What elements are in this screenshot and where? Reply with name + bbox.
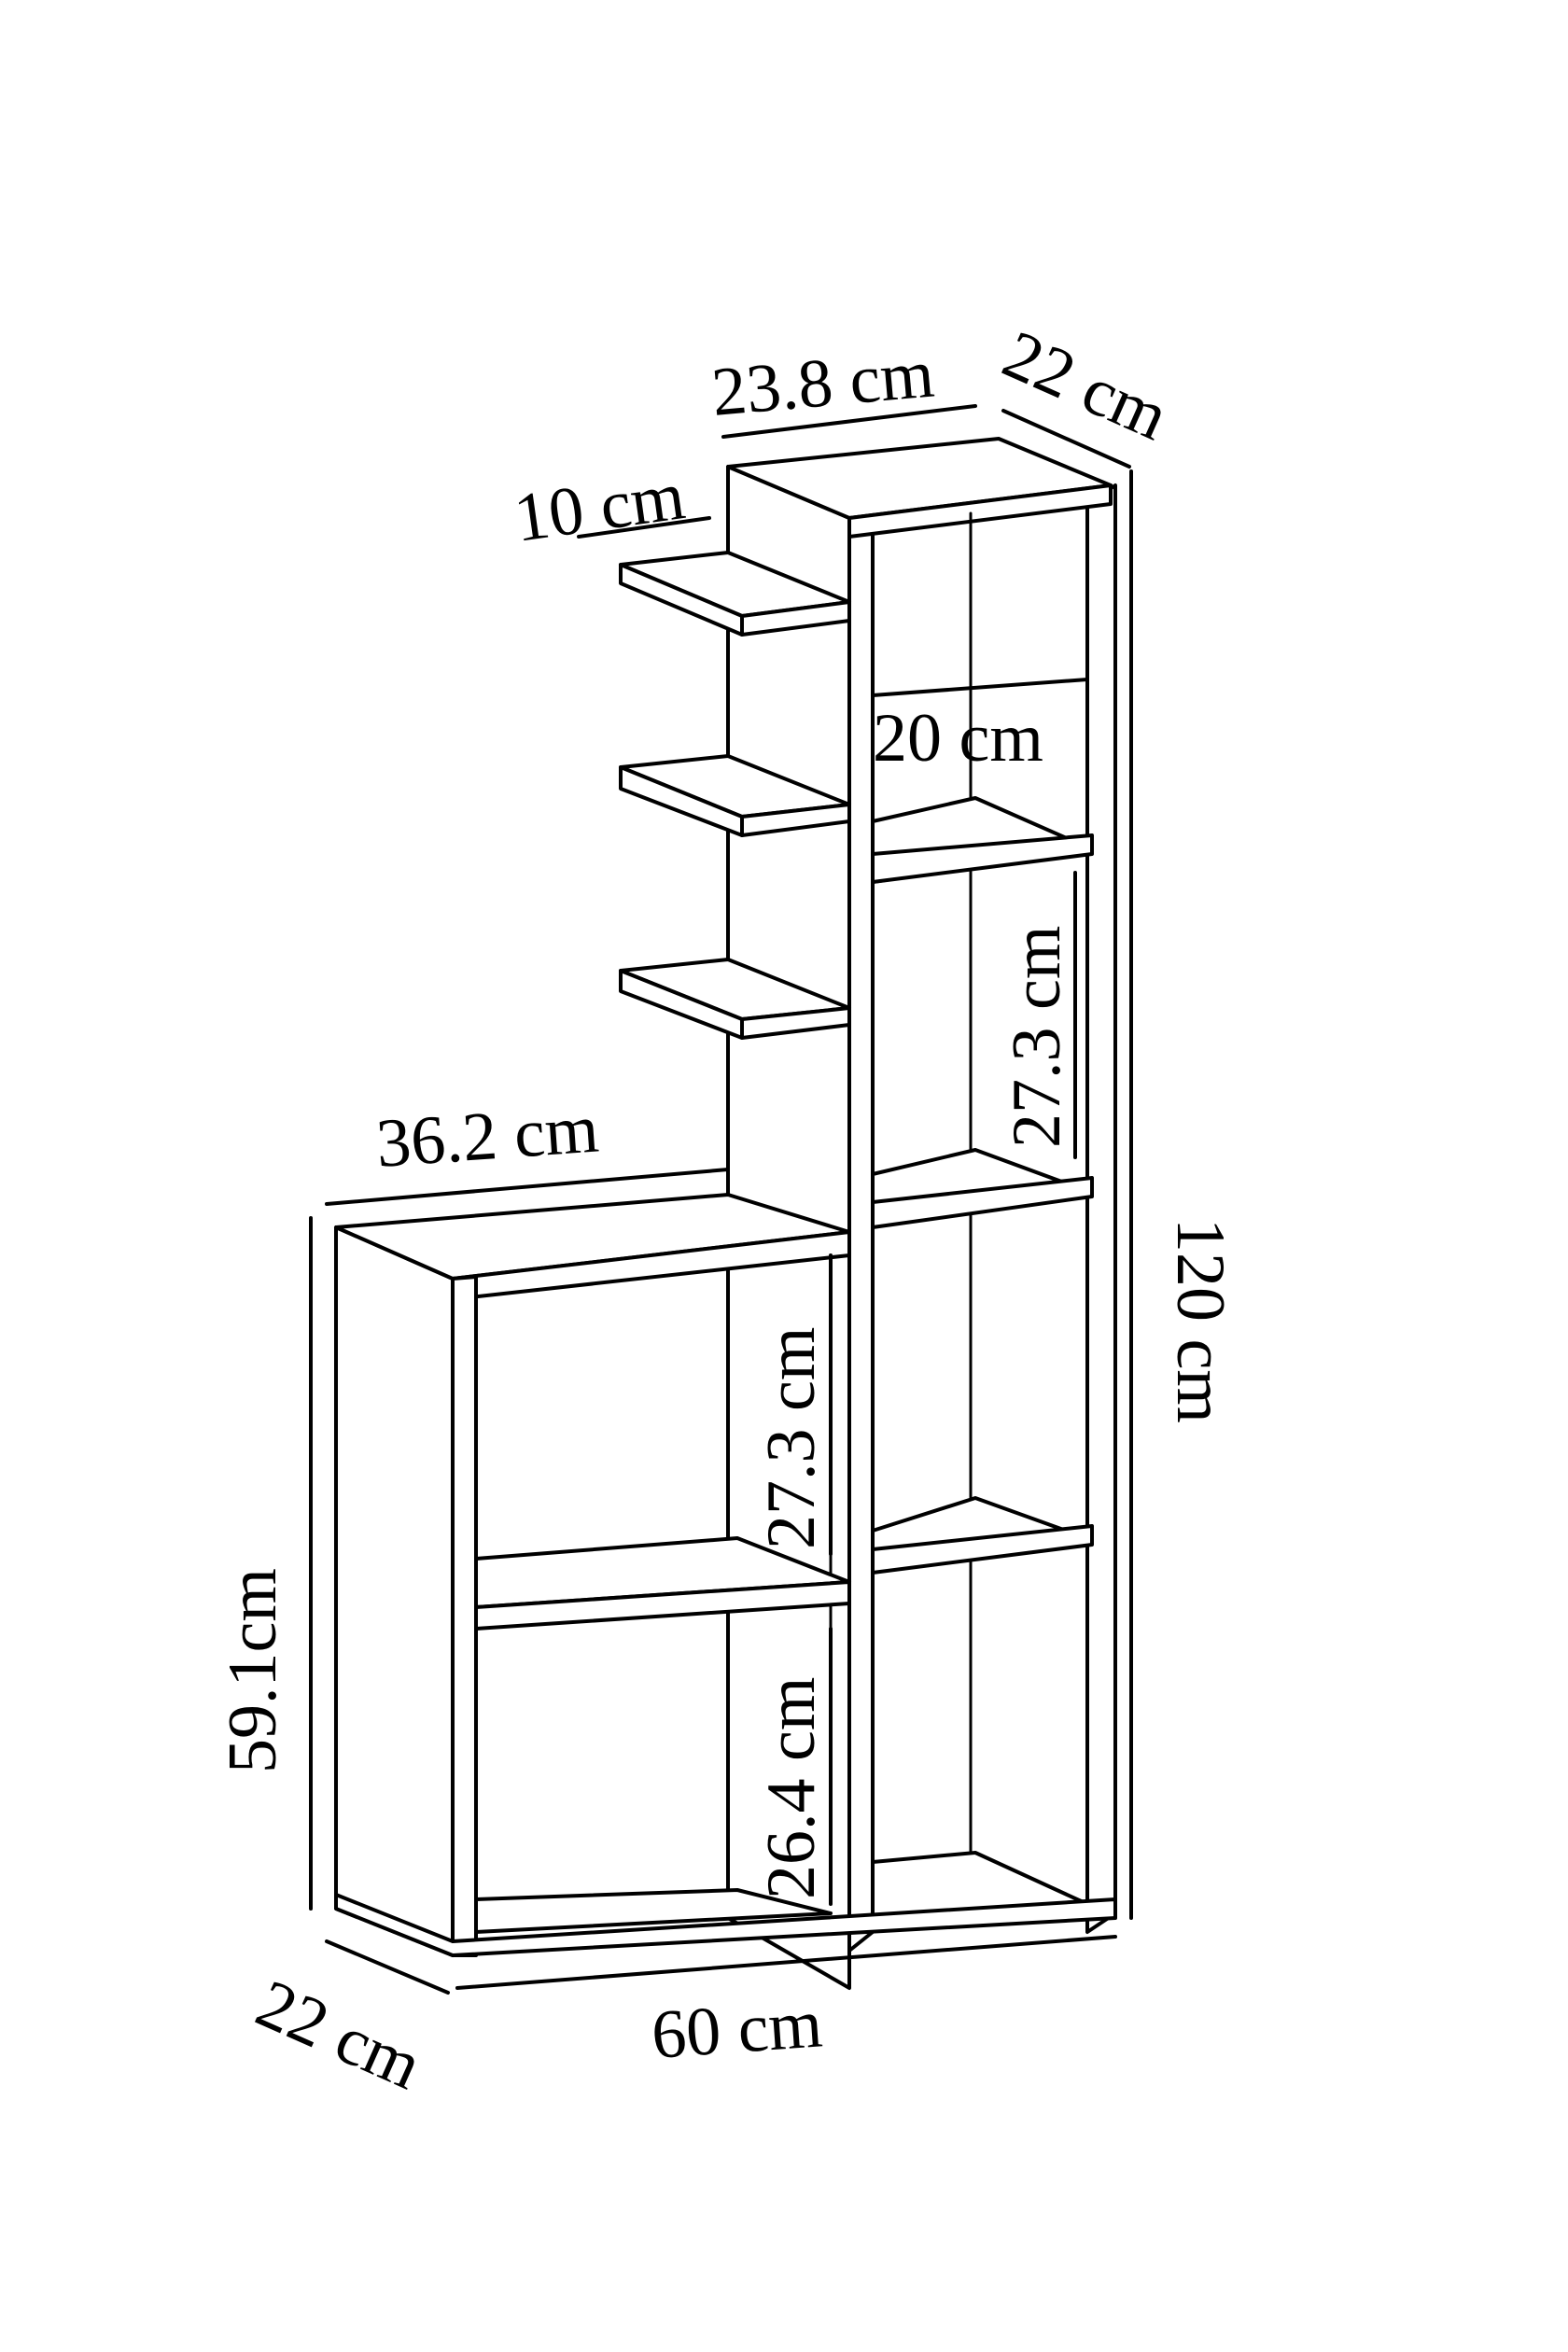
dim-line-tower-depth — [1001, 409, 1131, 469]
lower-front-left-panel — [451, 1275, 478, 1957]
dim-line-side-shelf — [577, 516, 711, 539]
label-tower-shelf-gap: 27.3 cm — [999, 926, 1075, 1148]
tower-shelf-2-front — [871, 1176, 1094, 1229]
label-side-shelf-depth: 10 cm — [510, 457, 690, 557]
label-total-height: 120 cm — [1162, 1218, 1239, 1423]
lower-bottom-board — [474, 1888, 833, 1934]
lower-unit — [334, 1193, 1117, 1957]
dimension-lines — [309, 404, 1133, 1995]
tower-shelf-1-front — [871, 833, 1094, 884]
label-total-width: 60 cm — [649, 1985, 824, 2074]
tower-shelf-3-front — [871, 1524, 1094, 1575]
side-shelf-3-edge — [740, 1006, 851, 1040]
dim-line-lower-width — [325, 1168, 730, 1206]
lower-middle-shelf-front — [474, 1580, 851, 1631]
label-base-depth: 22 cm — [245, 1966, 432, 2105]
lower-left-side-panel — [334, 1225, 455, 1957]
tower-center-panel — [847, 502, 875, 1953]
dim-line-total-width — [455, 1935, 1117, 1990]
tower-top-board-front — [847, 483, 1113, 539]
side-shelf-1-edge — [740, 600, 851, 637]
label-lower-unit-width: 36.2 cm — [373, 1091, 601, 1183]
label-lower-gap-lower: 26.4 cm — [753, 1677, 830, 1899]
dim-line-base-depth — [325, 1939, 450, 1995]
label-tower-inner-width: 20 cm — [873, 700, 1043, 777]
label-tower-width: 23.8 cm — [708, 335, 937, 430]
dim-line-tower-width — [721, 404, 977, 439]
label-lower-gap-upper: 27.3 cm — [753, 1327, 830, 1549]
tower-right-panel — [1085, 483, 1117, 1934]
label-lower-unit-height: 59.1cm — [215, 1568, 291, 1773]
label-tower-depth: 22 cm — [992, 316, 1179, 455]
dim-line-tower-inner — [871, 678, 1089, 697]
side-shelf-2-edge — [740, 803, 851, 837]
plinth — [334, 1893, 1117, 1957]
